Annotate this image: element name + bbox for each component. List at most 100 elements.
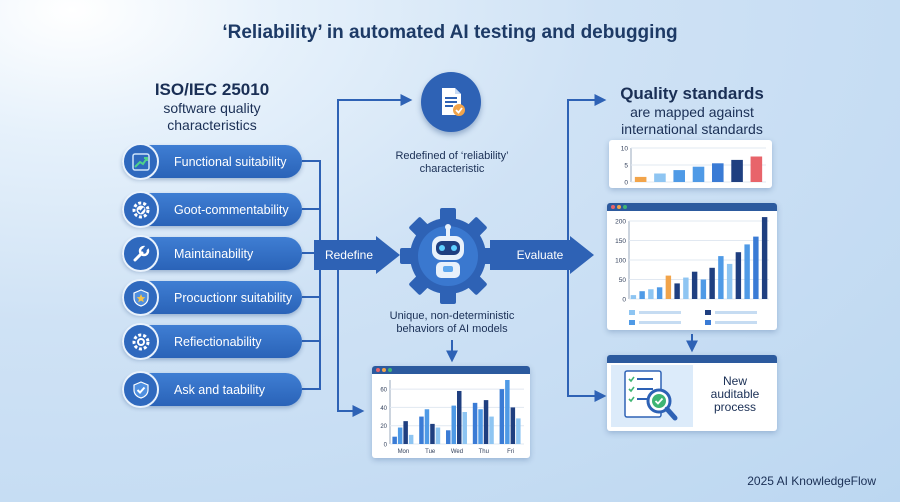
bar [656, 287, 663, 299]
bar [478, 409, 483, 444]
bar [665, 275, 672, 299]
bar [516, 418, 521, 444]
shield-check-icon [122, 371, 159, 408]
bar [735, 252, 742, 299]
bar [718, 256, 724, 299]
bar [712, 163, 724, 182]
card-titlebar [607, 203, 777, 211]
wrench-icon [122, 235, 159, 272]
bar [430, 423, 435, 444]
bar [483, 400, 489, 444]
bar [462, 412, 467, 444]
characteristic-label: Maintainability [174, 246, 254, 261]
footer-credit: 2025 AI KnowledgeFlow [747, 474, 876, 488]
bar [403, 421, 408, 444]
x-tick-label: Thu [479, 449, 489, 455]
bar [397, 427, 403, 444]
characteristic-label: Procuctionr suitability [174, 290, 293, 305]
bar [731, 159, 743, 182]
y-tick-label: 0 [624, 180, 628, 187]
bar [505, 380, 510, 444]
x-tick-label: Mon [398, 449, 410, 455]
bar [709, 267, 715, 299]
bar [435, 427, 441, 444]
gear-check-icon [122, 191, 159, 228]
redefine-label: Redefine [324, 248, 374, 262]
checklist-panel [611, 365, 693, 427]
y-tick-label: 60 [380, 388, 387, 394]
page-title: ‘Reliability’ in automated AI testing an… [222, 22, 678, 43]
right-subheading-line1: are mapped against [630, 104, 754, 120]
window-dot [623, 205, 627, 209]
y-tick-label: 100 [615, 258, 626, 265]
document-check-circle [421, 72, 481, 132]
left-subheading-line1: software quality [163, 100, 261, 116]
bar [408, 434, 414, 444]
bar [446, 430, 451, 444]
bar [750, 156, 763, 182]
y-tick-label: 50 [619, 277, 627, 284]
shield-star-icon [122, 279, 159, 316]
bar [424, 409, 430, 444]
evaluate-label: Evaluate [516, 248, 564, 262]
bar [419, 416, 424, 444]
auditable-process-card: New auditable process [607, 355, 777, 431]
window-dot [376, 368, 380, 372]
y-tick-label: 5 [624, 163, 628, 170]
bar [510, 407, 516, 444]
y-tick-label: 40 [380, 406, 387, 412]
bar [700, 279, 707, 299]
y-tick-label: 20 [380, 424, 387, 430]
y-tick-label: 150 [615, 238, 626, 245]
result-text: New auditable process [710, 374, 760, 414]
card-titlebar [372, 366, 530, 374]
bar [691, 271, 698, 299]
x-tick-label: Wed [451, 449, 463, 455]
evaluate-arrow-shape [490, 236, 594, 274]
right-subheading-line2: international standards [621, 121, 763, 137]
gear-icon [122, 323, 159, 360]
y-tick-label: 200 [615, 219, 626, 226]
bar [457, 390, 462, 444]
x-tick-label: Fri [507, 449, 514, 455]
document-check-icon [442, 88, 465, 116]
bar [674, 283, 680, 299]
characteristic-ask-and-taability[interactable]: Ask and taability [122, 371, 302, 408]
bar [630, 295, 637, 299]
checklist-magnifier-icon [624, 370, 678, 421]
chart-up-icon [122, 143, 159, 180]
characteristic-maintainability[interactable]: Maintainability [122, 235, 302, 272]
characteristic-label: Refiectionability [174, 334, 262, 349]
characteristic-goot-commentability[interactable]: Goot-commentability [122, 191, 302, 228]
right-heading-block: Quality standards are mapped against int… [602, 84, 782, 138]
bar [753, 236, 759, 299]
left-subheading-line2: characteristics [167, 117, 257, 133]
characteristic-label: Functional suitability [174, 154, 287, 169]
y-tick-label: 0 [384, 443, 388, 449]
characteristic-procuctionr-suitability[interactable]: Procuctionr suitability [122, 279, 302, 316]
bar [489, 416, 494, 444]
bar [683, 277, 689, 299]
left-heading-block: ISO/IEC 25010 software quality character… [112, 80, 312, 134]
bar [639, 291, 645, 299]
characteristic-refiectionability[interactable]: Refiectionability [122, 323, 302, 360]
characteristic-functional-suitability[interactable]: Functional suitability [122, 143, 302, 180]
right-heading: Quality standards [620, 84, 764, 103]
window-dot [382, 368, 386, 372]
bar [634, 176, 647, 182]
characteristic-label: Goot-commentability [174, 202, 289, 217]
left-heading: ISO/IEC 25010 [154, 80, 270, 99]
bar [726, 263, 733, 299]
redefine-arrow-shape [314, 236, 400, 274]
robot-gear-icon [400, 208, 496, 304]
bar [472, 402, 478, 444]
bar [648, 289, 654, 299]
window-dot [388, 368, 392, 372]
